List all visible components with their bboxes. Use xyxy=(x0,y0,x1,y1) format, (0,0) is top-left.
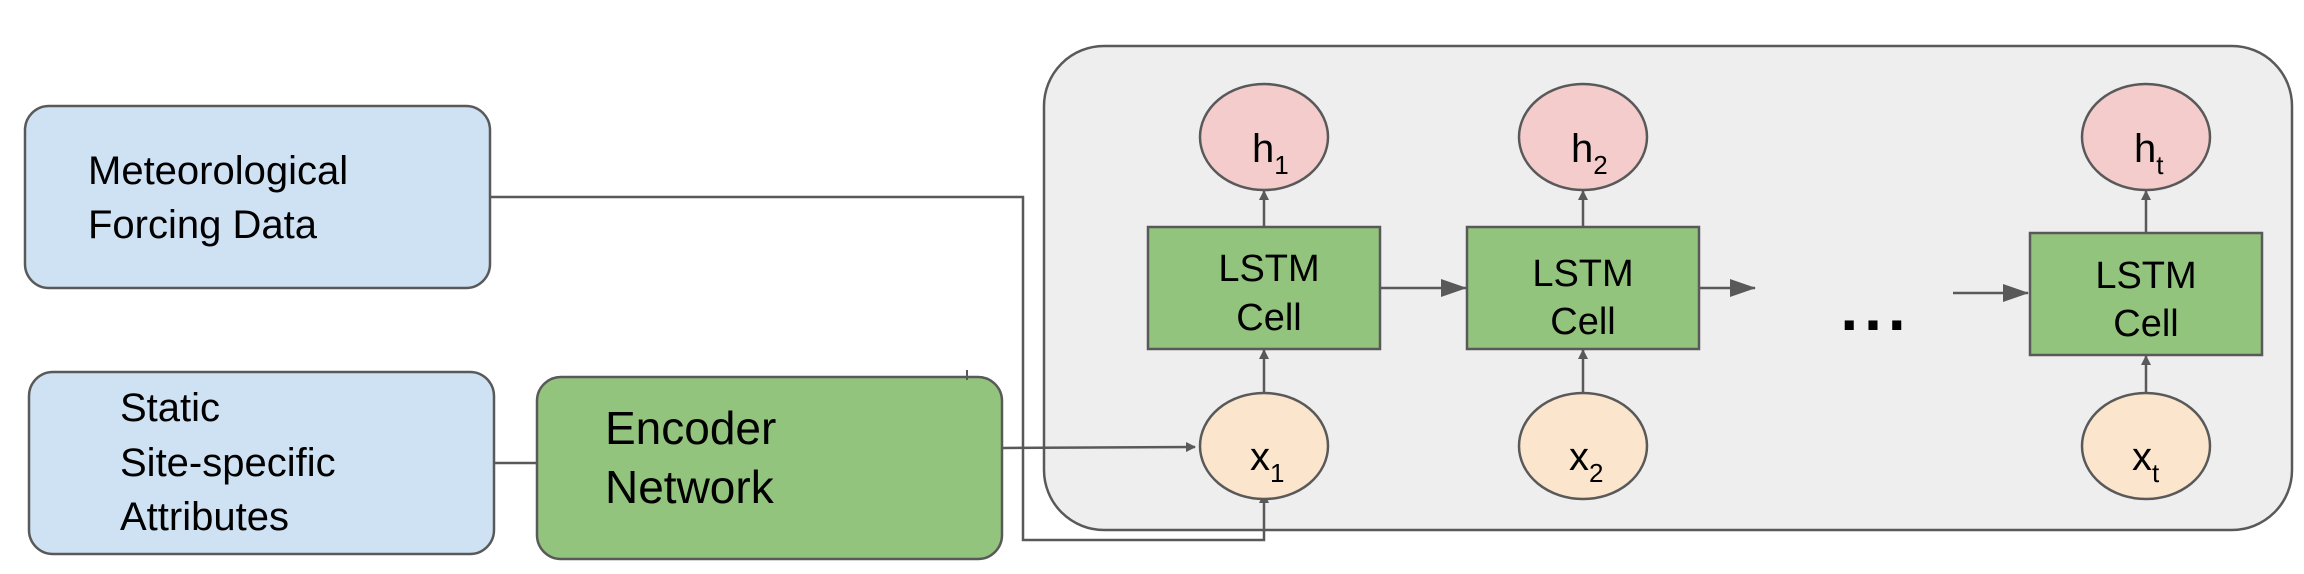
met-forcing-label-line2: Forcing Data xyxy=(88,203,318,247)
met-forcing-box: Meteorological Forcing Data xyxy=(23,104,492,290)
static-label-line3: Attributes xyxy=(120,495,289,539)
lstm-cell-2 xyxy=(1465,225,1701,351)
static-label-line1: Static xyxy=(120,386,220,430)
input-label-1: x1 xyxy=(1250,435,1284,488)
met-forcing-label-line1: Meteorological xyxy=(88,149,348,193)
encoder-label-line1: Encoder xyxy=(605,402,776,454)
static-label-line2: Site-specific xyxy=(120,441,336,485)
lstm-cell-t xyxy=(2028,231,2264,357)
hidden-state-label-2: h2 xyxy=(1571,127,1608,180)
lstm-cell-2-label-line1: LSTM xyxy=(1532,253,1633,295)
lstm-cell-1-label-line2: Cell xyxy=(1236,297,1301,339)
lstm-cell-2-label-line2: Cell xyxy=(1550,301,1615,343)
lstm-cell-t-label-line2: Cell xyxy=(2113,303,2178,345)
met-forcing-connector xyxy=(490,195,1269,542)
static-attributes-box: Static Site-specific Attributes xyxy=(27,370,496,556)
lstm-cell-1-label-line1: LSTM xyxy=(1218,248,1319,290)
input-label-2: x2 xyxy=(1569,435,1603,488)
encoder-to-x1-arrow xyxy=(1001,442,1196,453)
hidden-state-label-t: ht xyxy=(2134,127,2164,180)
encoder-network-box: Encoder Network xyxy=(535,375,1004,561)
hidden-state-label-1: h1 xyxy=(1252,127,1289,180)
lstm-cell-t-label-line1: LSTM xyxy=(2095,255,2196,297)
encoder-label-line2: Network xyxy=(605,461,775,513)
ellipsis-text: ... xyxy=(1840,272,1911,344)
input-label-t: xt xyxy=(2132,435,2160,488)
